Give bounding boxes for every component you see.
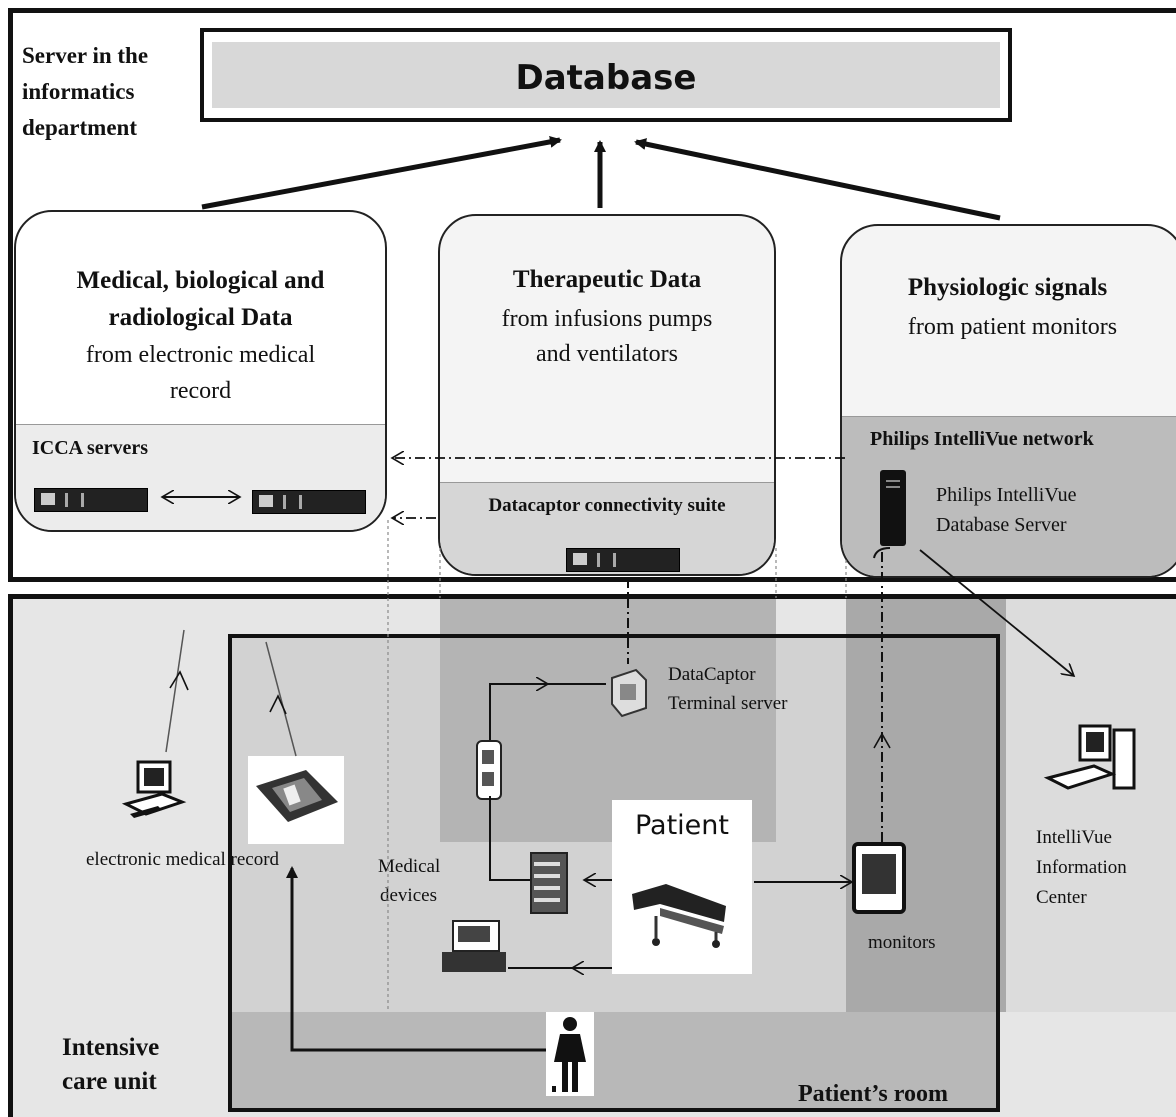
therapeutic-sub-2: and ventilators [536, 341, 678, 367]
therapeutic-sub-1: from infusions pumps [501, 306, 713, 332]
medical-devices-label-1: Medical [378, 856, 441, 877]
intellivue-center-label-3: Center [1036, 887, 1087, 908]
patient-card: Patient [612, 800, 752, 974]
emr-card [248, 756, 344, 844]
medical-title-1: Medical, biological and [76, 267, 325, 294]
database-server-icon [880, 470, 906, 546]
physiologic-title: Physiologic signals [907, 274, 1108, 301]
database-fill [212, 42, 1000, 108]
icca-label: ICCA servers [32, 437, 149, 459]
patients-room-label: Patient’s room [798, 1081, 948, 1107]
therapeutic-title: Therapeutic Data [512, 266, 702, 293]
db-server-label-1: Philips IntelliVue [936, 484, 1077, 506]
icu-label-2: care unit [62, 1068, 157, 1095]
emr-computer-icon [118, 756, 190, 826]
patient-monitor-icon [852, 842, 906, 914]
ventilator-icon [442, 920, 508, 980]
hospital-bed-icon [626, 864, 740, 948]
database-box: Database [200, 28, 1012, 122]
database-label: Database [515, 58, 697, 98]
tablet-icon [256, 770, 338, 822]
icu-label-1: Intensive [62, 1034, 160, 1061]
medical-title-2: radiological Data [108, 304, 293, 331]
nurse-card [546, 1012, 594, 1096]
server-rack-icon [566, 548, 680, 572]
server-label: Server in the informatics department [22, 43, 149, 140]
patients-room-frame [228, 634, 1000, 1112]
emr-label: electronic medical record [86, 849, 280, 870]
medical-devices-label-2: devices [380, 885, 437, 906]
datacaptor-suite-label: Datacaptor connectivity suite [488, 495, 726, 516]
patient-label: Patient [634, 810, 729, 841]
physiologic-sub: from patient monitors [907, 314, 1118, 340]
physiologic-box: Physiologic signals from patient monitor… [840, 224, 1176, 578]
monitors-label: monitors [868, 932, 936, 953]
medical-sub-2: record [169, 378, 232, 404]
medical-box: Medical, biological and radiological Dat… [14, 210, 387, 532]
server-rack-icon [34, 488, 148, 512]
intellivue-center-label-2: Information [1036, 857, 1127, 878]
pump-stack-icon [530, 852, 568, 914]
db-server-label-2: Database Server [936, 514, 1067, 536]
server-rack-icon [252, 490, 366, 514]
therapeutic-box: Therapeutic Data from infusions pumps an… [438, 214, 776, 576]
datacaptor-label-1: DataCaptor [668, 664, 756, 685]
intellivue-center-label-1: IntelliVue [1036, 827, 1112, 848]
infusion-pump-icon [476, 740, 502, 800]
intellivue-computer-icon [1040, 720, 1144, 800]
medical-sub-1: from electronic medical [85, 342, 316, 368]
datacaptor-label-2: Terminal server [668, 693, 788, 714]
intellivue-network-label: Philips IntelliVue network [870, 428, 1094, 450]
terminal-server-icon [606, 664, 650, 718]
nurse-icon [552, 1017, 586, 1092]
icu-frame [8, 594, 1176, 1117]
server-frame [8, 8, 1176, 582]
